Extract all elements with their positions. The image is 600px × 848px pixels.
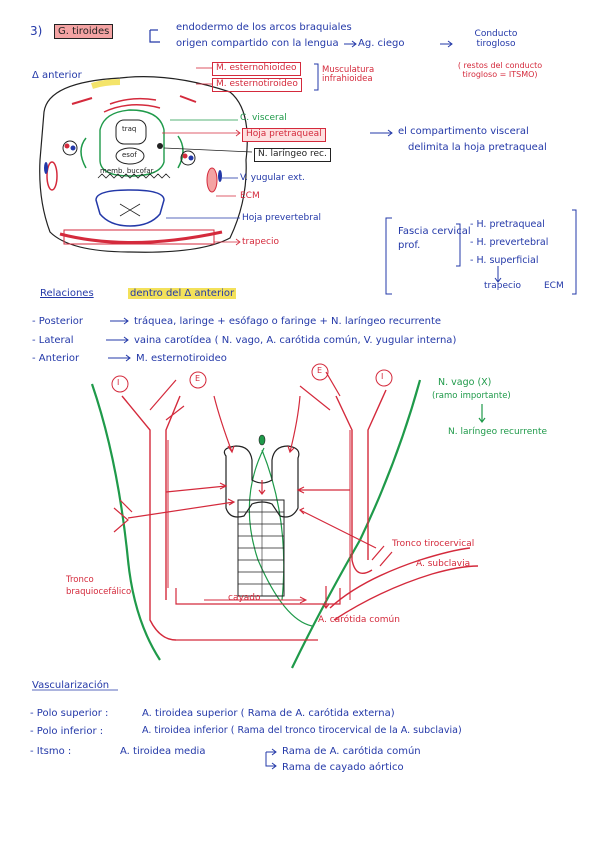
label-a-carotida: A. carótida común [318, 615, 400, 625]
label-n-laringeo: N. laríngeo rec. [254, 148, 331, 162]
vasc-row-3-key: - Itsmo : [30, 746, 72, 757]
relation-lateral-key: - Lateral [32, 335, 74, 346]
fascia-item-2: - H. prevertebral [470, 237, 549, 248]
mark-1: I [117, 378, 120, 387]
label-tronco-1: Tronco [66, 575, 94, 585]
label-n-vago: N. vago (X) [438, 377, 492, 388]
label-tronco-2: braquiocefálico [66, 587, 132, 597]
label-n-laringeo-rec: N. laríngeo recurrente [448, 427, 548, 437]
vasc-branch-2: Rama de cayado aórtico [282, 762, 404, 773]
neck-outline [39, 76, 248, 253]
label-esternotiroideo: M. esternotiroideo [212, 78, 302, 92]
label-traq: traq [122, 125, 137, 133]
header-conducto: Conducto tirogloso [474, 29, 518, 49]
carotid-right [335, 395, 373, 574]
fascia-item-3: - H. superficial [470, 255, 539, 266]
fascia-bottom-left: trapecio [484, 281, 521, 291]
section-number: 3) [30, 24, 43, 38]
label-esof: esof [122, 151, 137, 159]
header-line-2: origen compartido con la lengua [176, 38, 339, 49]
vasc-row-1-key: - Polo superior : [30, 708, 109, 719]
relation-anterior-key: - Anterior [32, 353, 80, 364]
vasc-row-2-key: - Polo inferior : [30, 726, 104, 737]
label-c-visceral: C. visceral [240, 113, 287, 123]
vasc-branch-1: Rama de A. carótida común [282, 746, 421, 757]
visceral-note-2: delimita la hoja pretraqueal [408, 142, 547, 153]
header-bracket [149, 30, 160, 43]
vagus-left [90, 383, 161, 661]
topic-title: G. tiroides [54, 24, 114, 39]
visceral-note-1: el compartimento visceral [398, 126, 529, 137]
header-ag-ciego: Ag. ciego [358, 38, 405, 49]
visceral-compartment [99, 109, 165, 177]
relations-title: Relaciones [40, 288, 94, 299]
label-cayado: cayado [228, 593, 261, 603]
label-v-yugular: V. yugular ext. [240, 173, 305, 183]
relations-subtitle: dentro del Δ anterior [128, 288, 237, 299]
relation-posterior-value: tráquea, laringe + esófago o faringe + N… [134, 316, 442, 327]
mark-3: E [317, 366, 323, 375]
relation-anterior-value: M. esternotiroideo [136, 353, 227, 364]
label-n-vago-sub: (ramo importante) [432, 391, 511, 401]
fascia-title-1: Fascia cervical [398, 226, 471, 237]
aortic-arch [175, 588, 341, 605]
label-esternohioideo: M. esternohioideo [212, 62, 301, 76]
label-hoja-prevertebral: Hoja prevertebral [242, 213, 321, 223]
label-tronco-tirocervical: Tronco tirocervical [392, 539, 475, 549]
label-musc-infrahioidea: Musculatura infrahioidea [322, 65, 375, 85]
label-hoja-pretraqueal: Hoja pretraqueal [242, 128, 326, 142]
header-note: ( restos del conducto tirogloso = ITSMO) [457, 61, 543, 79]
mark-2: E [195, 374, 201, 383]
vasc-row-1-value: A. tiroidea superior ( Rama de A. caróti… [142, 708, 395, 719]
relation-lateral-value: vaina carotídea ( N. vago, A. carótida c… [134, 335, 457, 346]
vasc-row-2-value: A. tiroidea inferior ( Rama del tronco t… [142, 725, 462, 736]
vasc-row-3-value: A. tiroidea media [120, 746, 206, 757]
fascia-bottom-right: ECM [544, 281, 564, 291]
vasc-title: Vascularización [32, 680, 110, 691]
vertebra [95, 189, 165, 227]
fascia-title-2: prof. [398, 240, 421, 251]
mark-4: I [381, 372, 384, 381]
carotid-left [121, 395, 177, 641]
fascia-item-1: - H. pretraqueal [470, 219, 545, 230]
header-line-1: endodermo de los arcos braquiales [176, 22, 352, 33]
relation-posterior-key: - Posterior [32, 316, 83, 327]
label-trapecio: trapecio [242, 237, 279, 247]
triangle-title: Δ anterior [32, 70, 82, 81]
label-memb-bucofar: memb. bucofar. [100, 167, 156, 175]
label-a-subclavia: A. subclavia [416, 559, 471, 569]
label-ech: ECM [240, 191, 260, 201]
